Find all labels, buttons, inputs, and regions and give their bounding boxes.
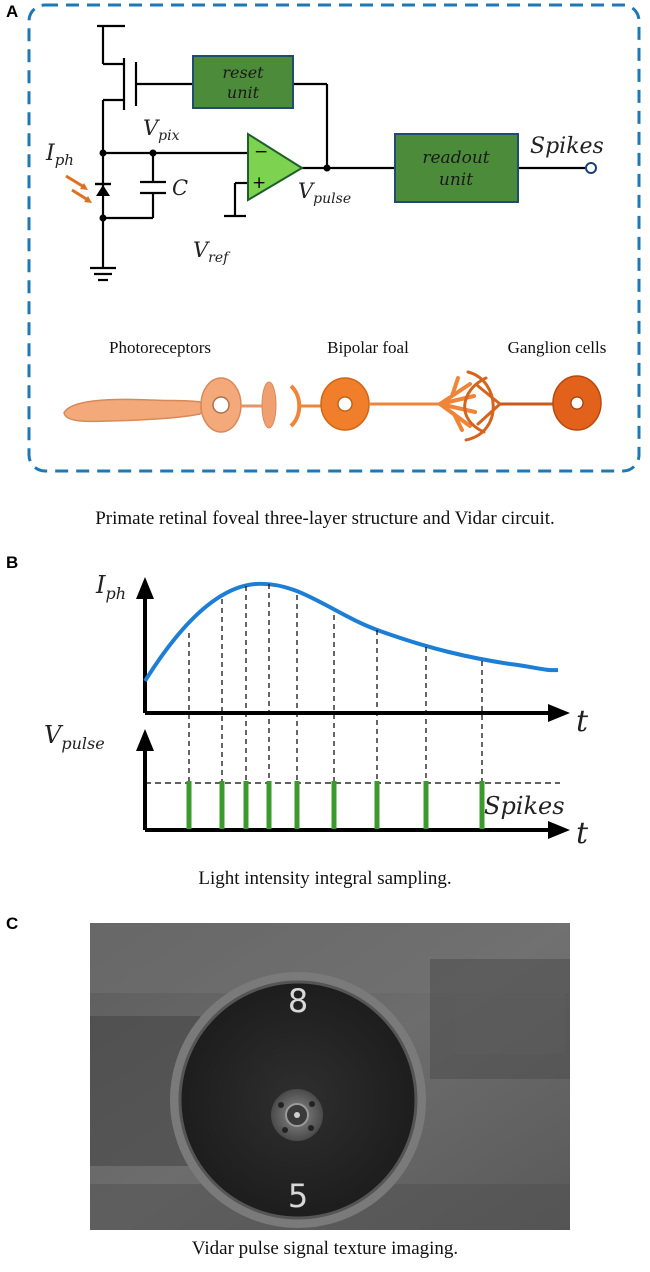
t-label-bottom: t (576, 816, 589, 851)
photon-arrows-icon (65, 174, 92, 203)
panel-a-diagram: reset unit − + readout unit Vpix Iph C V… (27, 3, 641, 473)
photodiode-icon (95, 182, 111, 196)
bipolar-cell (289, 376, 477, 432)
bipolar-label: Bipolar foal (327, 338, 409, 357)
panel-a-dashed-border (27, 3, 641, 473)
readout-unit-box (394, 133, 519, 203)
junction-dot (149, 149, 157, 157)
v-pulse-label: Vpulse (298, 179, 351, 207)
v-pulse-axis-label: Vpulse (44, 721, 105, 753)
junction-dot (99, 214, 107, 222)
junction-dot (99, 149, 107, 157)
readout-unit-label-1: readout (422, 148, 489, 168)
v-ref-label: Vref (193, 238, 231, 266)
panel-b-caption: Light intensity integral sampling. (198, 868, 452, 889)
spikes-label-a: Spikes (530, 134, 604, 159)
reset-unit-label-2: unit (227, 83, 260, 102)
spike-bars (186, 781, 485, 829)
opamp-triangle (247, 132, 304, 202)
panel-c-letter: C (6, 914, 19, 933)
panel-b-letter: B (6, 553, 19, 572)
ganglion-cell (463, 370, 602, 442)
photocurrent-curve (143, 581, 559, 683)
panel-c-image: 8 5 (90, 923, 570, 1230)
i-ph-axis-label: Iph (95, 571, 126, 603)
v-pix-label: Vpix (143, 116, 180, 144)
disc-digit-bottom: 5 (288, 1177, 308, 1215)
t-label-top: t (576, 704, 589, 739)
sampling-guides (188, 584, 483, 783)
panel-a-caption: Primate retinal foveal three-layer struc… (95, 508, 555, 529)
spikes-terminal (585, 162, 597, 174)
ganglion-label: Ganglion cells (508, 338, 607, 357)
panel-a-letter: A (6, 2, 19, 21)
photoreceptors-label: Photoreceptors (109, 338, 211, 357)
photoreceptor-cell (63, 377, 277, 433)
opamp-minus-sign: − (254, 142, 268, 162)
spikes-label-b: Spikes (484, 792, 565, 820)
i-ph-label: Iph (45, 141, 74, 169)
plot-axes (136, 577, 570, 839)
panel-c-caption: Vidar pulse signal texture imaging. (191, 1238, 459, 1259)
reset-unit-label-1: reset (222, 63, 264, 82)
junction-dot (323, 164, 331, 172)
readout-unit-label-2: unit (439, 170, 473, 190)
disc-digit-top: 8 (288, 982, 308, 1020)
opamp-plus-sign: + (252, 173, 266, 193)
reset-unit-box (192, 55, 294, 109)
c-label: C (172, 176, 188, 200)
panel-b-plot: Iph Vpulse t t Spikes (44, 571, 589, 851)
